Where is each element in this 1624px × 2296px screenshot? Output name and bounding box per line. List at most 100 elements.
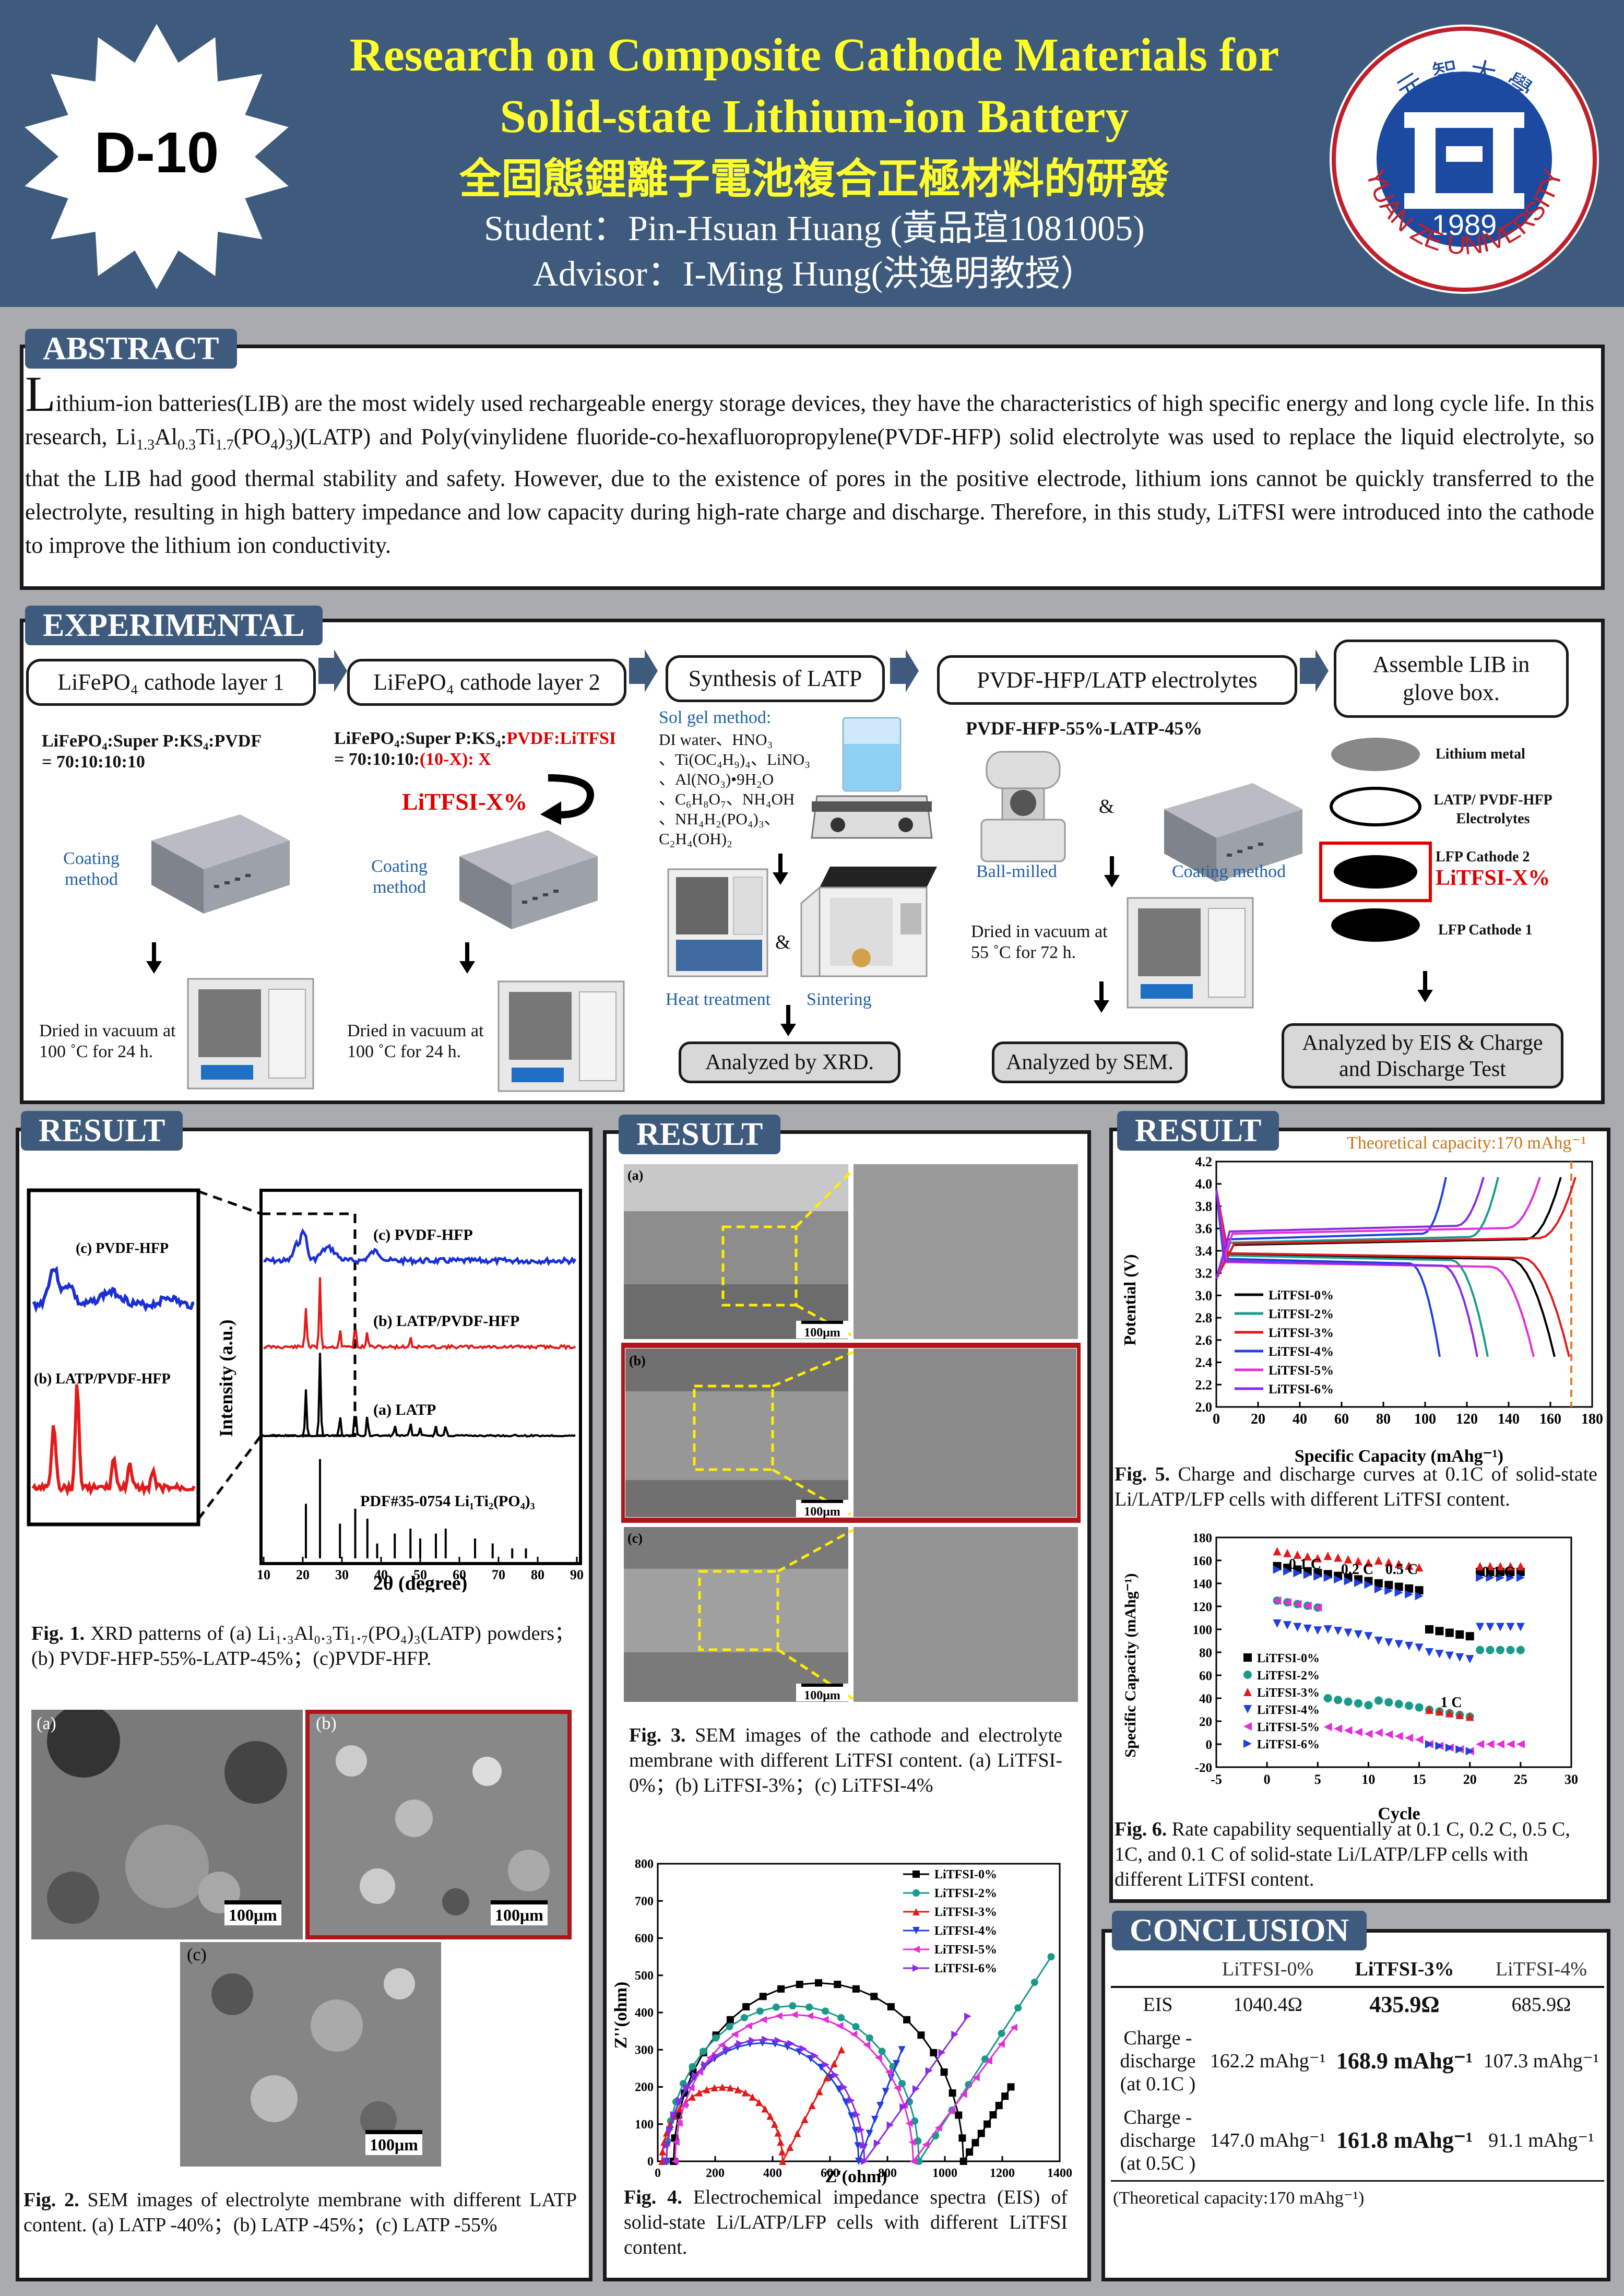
table-row: EIS 1040.4Ω 435.9Ω 685.9Ω [1143,1992,1571,2017]
experimental-heading: EXPERIMENTAL [25,606,323,645]
rate-point [1273,1619,1282,1628]
eis-point [703,2086,710,2093]
eis-point [700,2048,707,2055]
cd-legend: LiTFSI-0%LiTFSI-2%LiTFSI-3%LiTFSI-4%LiTF… [1235,1288,1334,1396]
rate-point [1364,1580,1373,1589]
rate-point [1435,1650,1444,1659]
eis-point [837,2014,845,2021]
rate-point [1283,1548,1291,1557]
eis-point [840,2083,848,2091]
x-tick-label: 100 [1414,1411,1436,1427]
x-tick-label: 1400 [1047,2167,1072,2180]
rate-point [1344,1726,1353,1735]
y-tick-label: 120 [1193,1600,1213,1614]
eis-point [847,2112,855,2120]
step-cathode-2: LiFePO₄ cathode layer 2 [347,659,626,706]
sem-3c-right [854,1527,1078,1702]
x-tick-label: 0 [1264,1772,1271,1787]
legend-label: LiTFSI-3% [1257,1686,1320,1700]
eis-point [870,1993,878,2001]
rate-point [1445,1743,1454,1752]
eis-point [823,2074,831,2081]
xrd-label-b: (b) LATP/PVDF-HFP [373,1312,519,1330]
eis-point [821,2016,829,2023]
eis-point [1001,2092,1009,2100]
eis-point [917,2031,925,2039]
sem-a-label: (a) [37,1714,56,1733]
eis-point [876,2102,884,2110]
x-tick-label: 10 [257,1567,270,1582]
rate-point [1496,1562,1504,1570]
rate-point [1476,1740,1485,1748]
ball-milled-label: Ball-milled [976,862,1057,881]
eis-point [777,1985,785,1993]
rate-point [1384,1638,1393,1647]
col-header: LiTFSI-3% [1331,1952,1478,1988]
eis-point [882,2088,890,2096]
step-assemble: Assemble LIB in glove box. [1334,640,1569,718]
rate-point [1313,1603,1322,1612]
vacuum-oven-icon [497,980,625,1092]
eis-series-0 [670,1979,1015,2165]
y-tick-label: 100 [1193,1623,1213,1637]
eis-point [871,2115,879,2123]
cell-stack-icon [1319,738,1432,942]
table-row: Charge - discharge (at 0.1C ) 162.2 mAhg… [1120,2027,1599,2095]
eis-point [789,2002,797,2010]
y-tick-label: 300 [635,2043,654,2057]
eis-point [749,2093,756,2101]
rate-point [1354,1557,1362,1566]
rate-point [1293,1623,1302,1631]
reagent-list: DI water、HNO₃、Ti(OC₄H₉)₄、LiNO₃、Al(NO₃)•9… [659,730,811,848]
eis-point [949,2089,956,2097]
sol-gel-label: Sol gel method: [659,708,772,727]
y-tick-label: 20 [1199,1715,1212,1729]
eis-point [915,2158,923,2165]
down-arrow-icon [1104,856,1120,887]
legend-marker [912,1871,920,1878]
rate-point [1323,1723,1332,1731]
legend-label: LiTFSI-2% [934,1887,997,1900]
rate-point [1435,1707,1444,1716]
y-tick-label: 3.6 [1195,1221,1213,1236]
x-tick-label: 90 [570,1567,584,1582]
eis-box: Analyzed by EIS & Charge and Discharge T… [1282,1023,1563,1088]
eis-point [761,2105,769,2113]
xrd-series-latp [263,1353,576,1438]
eis-point [1014,2004,1022,2012]
rate-point [1415,1586,1424,1595]
eis-point [796,1981,803,1989]
eis-point [822,2061,829,2068]
x-tick-label: 1200 [990,2167,1015,2180]
coating-label-2: Coating method [371,857,428,897]
rate-point [1323,1625,1332,1634]
zoom-box-3c [698,1570,779,1651]
eis-point [905,2120,913,2127]
eis-point [930,2049,938,2056]
eis-point [778,2148,786,2156]
rate-point [1496,1646,1504,1654]
eis-point [898,2046,906,2054]
eis-point [887,2003,895,2010]
rate-point [1374,1556,1383,1565]
rate-point [1415,1592,1424,1601]
rate-point [1334,1696,1343,1705]
eis-point [777,2138,785,2146]
ratio-1: LiFePO₄:Super P:KS₄:PVDF= 70:10:10:10 [42,731,262,772]
down-arrow-icon [1417,971,1433,1002]
conclusion-heading: CONCLUSION [1112,1911,1367,1950]
legend-label: LiTFSI-5% [1257,1721,1320,1734]
rate-point [1303,1552,1312,1561]
rate-point [1405,1733,1414,1742]
sem-3b-right [854,1348,1076,1517]
y-tick-label: 100 [635,2118,654,2132]
eis-point [854,2142,862,2150]
rate-point [1405,1641,1414,1650]
eis-point [676,2105,684,2113]
title-line-1: Research on Composite Cathode Materials … [349,29,1279,81]
eis-point [822,2007,829,2015]
legend-marker [912,1927,920,1934]
eis-point [836,2022,844,2030]
rate-point [1415,1643,1424,1652]
